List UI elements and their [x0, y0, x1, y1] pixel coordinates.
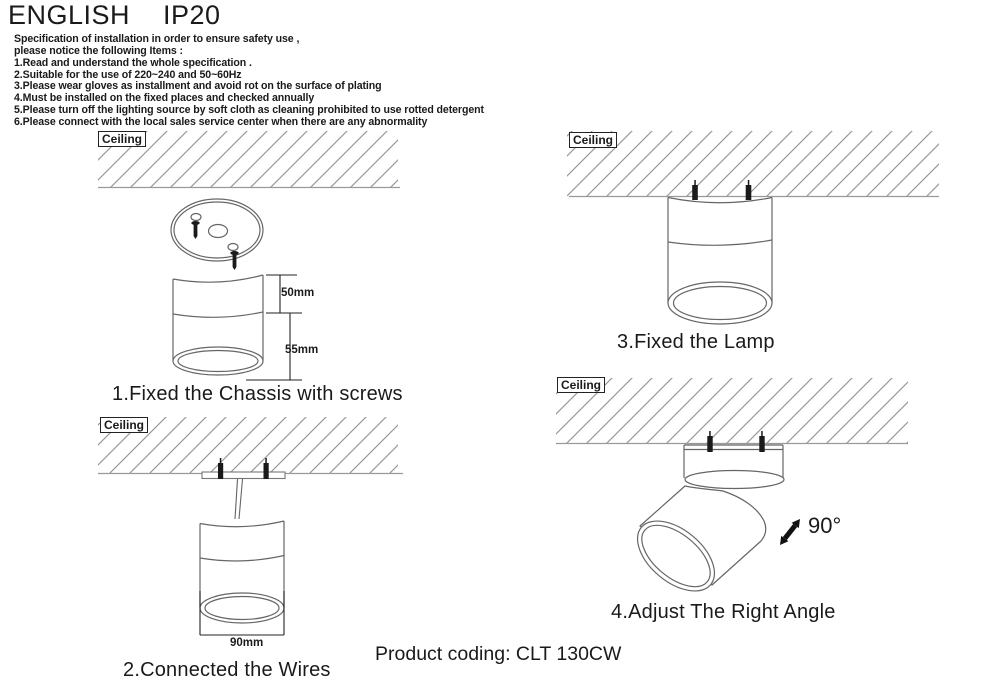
spec-line: 4.Must be installed on the fixed places … [14, 92, 315, 105]
ceiling-label: Ceiling [569, 132, 618, 148]
spec-line: please notice the following Items : [14, 44, 183, 57]
diagram-2-drawing [98, 417, 403, 636]
diagram-3-caption: 3.Fixed the Lamp [617, 331, 775, 353]
spec-line: 5.Please turn off the lighting source by… [14, 104, 484, 117]
chassis-plate [170, 198, 264, 262]
ceiling-hatch [98, 131, 400, 189]
dimension-label-55mm: 55mm [285, 344, 319, 356]
screw-icon [263, 458, 269, 479]
mounting-base [683, 444, 784, 478]
language-label: ENGLISH [8, 0, 131, 30]
spec-line: 3.Please wear gloves as installment and … [14, 80, 382, 93]
dimension-lines [246, 274, 302, 381]
wires [234, 478, 244, 520]
dimension-lines [199, 591, 285, 636]
diagram-2-caption: 2.Connected the Wires [123, 659, 331, 681]
spec-line: 1.Read and understand the whole specific… [14, 56, 252, 69]
spec-line: Specification of installation in order t… [14, 33, 300, 45]
ip-rating-label: IP20 [163, 0, 221, 30]
ceiling-label: Ceiling [100, 417, 149, 433]
page-title: ENGLISH [8, 0, 130, 31]
lamp-body [199, 520, 285, 624]
lamp-body [667, 196, 773, 325]
lamp-head [636, 469, 785, 592]
screw-icon [191, 221, 200, 239]
rotation-arrow-icon [780, 519, 800, 545]
product-coding: Product coding: CLT 130CW [375, 643, 622, 665]
diagram-4-caption: 4.Adjust The Right Angle [611, 601, 836, 623]
diagram-3-drawing [567, 131, 939, 325]
diagram-1-caption: 1.Fixed the Chassis with screws [112, 383, 403, 405]
specification-text: Specification of installation in order t… [14, 33, 484, 129]
ceiling-hatch [567, 131, 939, 198]
ceiling-label: Ceiling [98, 131, 147, 147]
dimension-label-90mm: 90mm [230, 637, 264, 649]
screw-icon [218, 458, 224, 479]
screw-icon [692, 180, 698, 200]
mounting-bracket [201, 471, 286, 480]
dimension-label-50mm: 50mm [281, 287, 315, 299]
ceiling-hatch [556, 378, 908, 445]
angle-label: 90° [808, 513, 842, 538]
diagram-4-drawing [556, 378, 908, 592]
ceiling-label: Ceiling [557, 377, 606, 393]
screw-icon [745, 180, 752, 200]
diagram-1-drawing [98, 131, 400, 381]
screw-icon [759, 431, 765, 452]
screw-icon [707, 431, 713, 452]
ip-rating: IP20 [163, 0, 221, 31]
spec-line: 2.Suitable for the use of 220~240 and 50… [14, 68, 242, 81]
spec-line: 6.Please connect with the local sales se… [14, 115, 428, 128]
screw-icon [230, 251, 239, 270]
lamp-body [172, 274, 264, 376]
